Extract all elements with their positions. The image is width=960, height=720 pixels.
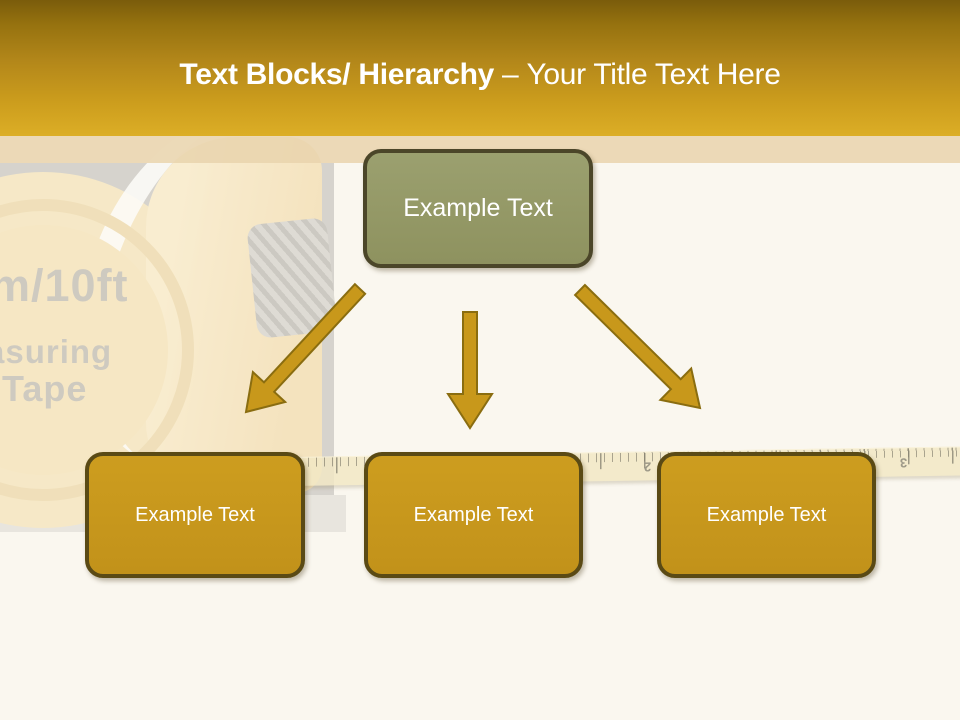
arrow-down-icon	[446, 311, 494, 430]
child-text-block-label: Example Text	[413, 503, 534, 526]
child-text-block-label: Example Text	[135, 503, 255, 526]
child-text-block-label: Example Text	[706, 503, 827, 526]
title-secondary: Your Title Text Here	[526, 58, 781, 91]
title-primary: Text Blocks/ Hierarchy	[179, 58, 495, 91]
arrow-down-left-icon	[244, 282, 367, 414]
title-separator: –	[502, 58, 519, 91]
arrow-down-right-icon	[573, 283, 702, 410]
root-text-block: Example Text	[363, 149, 593, 268]
child-text-block-3: Example Text	[657, 452, 876, 578]
title-bar: Text Blocks/ Hierarchy–Your Title Text H…	[0, 0, 960, 136]
photo-text-line: asuring	[0, 333, 113, 370]
child-text-block-1: Example Text	[85, 452, 305, 578]
root-text-block-label: Example Text	[403, 194, 553, 222]
photo-text-line: m/10ft	[0, 260, 129, 311]
child-text-block-2: Example Text	[364, 452, 583, 578]
page-title: Text Blocks/ Hierarchy–Your Title Text H…	[179, 58, 781, 92]
photo-text-line: Tape	[2, 368, 88, 409]
